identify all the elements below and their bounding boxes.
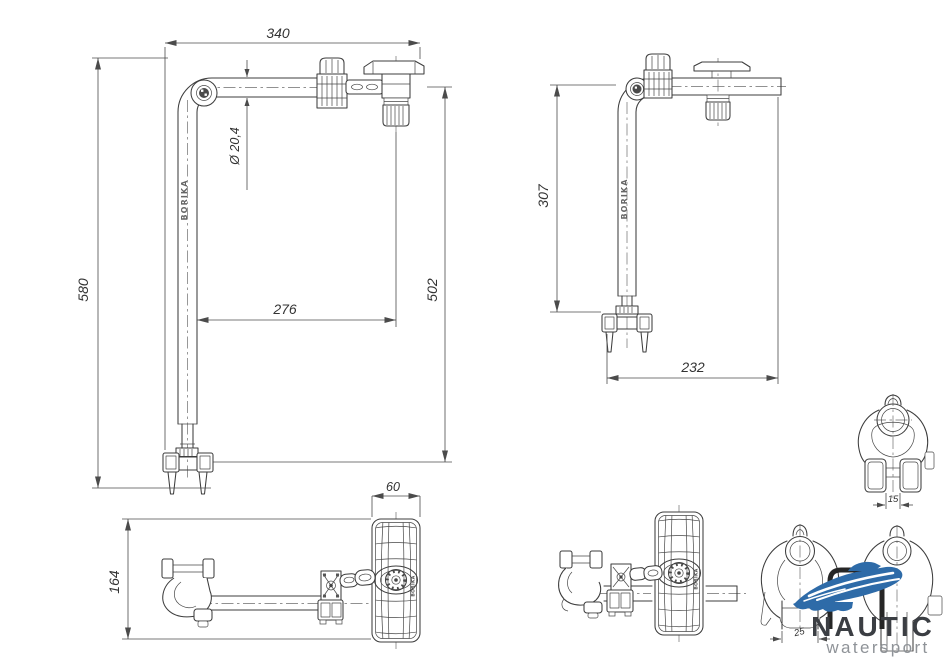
logo-subtitle: watersport: [825, 638, 929, 657]
dim-502: 502: [424, 278, 440, 302]
dim-340: 340: [266, 25, 290, 41]
view-side-folded: 307 232 BORIKA: [535, 53, 786, 384]
transducer-pad: [371, 512, 421, 649]
dimension-folded-width: 232: [606, 97, 779, 384]
view-clamp-front-pair: 25: [760, 524, 943, 652]
elbow-joint: [190, 79, 218, 107]
logo: NAUTIC watersport: [793, 561, 935, 657]
dimension-depth: 164: [106, 518, 371, 640]
clamp-front-right: [860, 525, 943, 652]
dimension-jaw-gap-25: 25: [770, 626, 830, 643]
logo-title: NAUTIC: [811, 611, 935, 642]
arm-clamp-knob: [316, 57, 348, 109]
arm-tube-folded: [617, 77, 782, 297]
dim-164: 164: [106, 570, 122, 594]
dim-307: 307: [535, 183, 551, 208]
brand-label-pad-2: BORIKA: [694, 568, 700, 589]
view-clamp-front-single: 15: [857, 394, 935, 509]
dimension-jaw-gap-15: 15: [873, 493, 913, 509]
dimension-pad-width: 60: [371, 480, 421, 517]
dim-dia-204: Ø 20,4: [228, 127, 242, 166]
dimension-arm-height: 502: [213, 86, 452, 463]
pad-link-top-view: [339, 569, 376, 588]
dimension-reach: 276: [197, 132, 397, 327]
dim-232: 232: [680, 359, 705, 375]
view-top-extended: 164 60 BORIKA: [106, 480, 421, 640]
dimension-folded-height: 307: [535, 84, 616, 313]
transducer-mount-folded: [693, 61, 751, 121]
dimension-overall-height: 580: [75, 57, 211, 489]
dim-580: 580: [75, 278, 91, 302]
dimension-tube-diameter: Ø 20,4: [228, 60, 250, 190]
rail-clamp: [162, 443, 214, 495]
dimension-overall-width: 340: [164, 25, 421, 450]
clamp-front-body: [857, 394, 935, 493]
transducer-mount: [363, 60, 425, 127]
swivel-bracket-top-view-folded: [606, 563, 634, 617]
clamp-top-view-folded: [558, 550, 603, 619]
pad-link-top-view-folded: [629, 565, 663, 581]
view-side-extended: 340 580 502 276 Ø 20,4 BORIKA: [75, 25, 452, 495]
swivel-bracket-top-view: [317, 570, 344, 625]
clamp-front-left: [760, 524, 840, 632]
clamp-top-view: [161, 558, 215, 628]
link-bar: [345, 79, 384, 95]
brand-label-tube-2: BORIKA: [620, 178, 629, 219]
vertical-tube: [177, 111, 198, 451]
tube-top-view: [199, 595, 322, 611]
dim-15: 15: [888, 494, 899, 505]
brand-label-pad-1: BORIKA: [411, 575, 417, 596]
brand-label-tube-1: BORIKA: [180, 179, 189, 220]
arm-clamp-knob-folded: [643, 53, 673, 99]
dim-60: 60: [386, 480, 400, 494]
rail-clamp-folded: [601, 295, 653, 353]
boat-icon: [793, 561, 903, 612]
view-top-folded: BORIKA: [558, 550, 746, 619]
dim-25: 25: [792, 626, 807, 640]
dim-276: 276: [272, 301, 297, 317]
